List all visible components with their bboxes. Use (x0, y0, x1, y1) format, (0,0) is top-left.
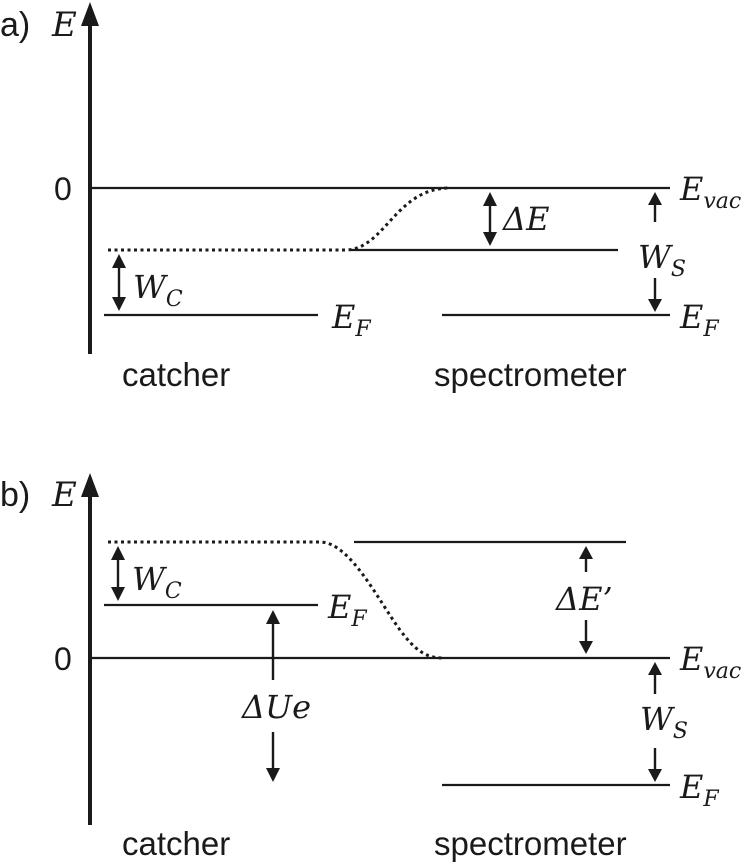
panel-b-delta-e-prime-arrow (579, 546, 593, 654)
panel-a-spectrometer-fermi-label: EF (679, 298, 719, 342)
panel-a-label: a) (0, 6, 30, 44)
panel-a-catcher-caption: catcher (122, 356, 230, 393)
panel-b-axis-arrowhead (81, 473, 99, 497)
panel-a-evac-label: Evac (679, 170, 741, 214)
panel-b-axis-label: E (51, 475, 77, 515)
panel-b-label: b) (0, 476, 30, 514)
panel-b-wc-label: WC (132, 560, 182, 604)
panel-a-catcher-fermi-label: EF (331, 298, 371, 342)
panel-b-spectrometer-fermi-label: EF (679, 768, 719, 812)
panel-a: a) E 0 Evac EF EF WC (0, 2, 741, 393)
panel-b-ws-label: WS (640, 700, 688, 744)
panel-b-delta-e-prime-label: ΔE’ (554, 580, 613, 618)
panel-a-spectrometer-caption: spectrometer (434, 356, 627, 393)
panel-b-zero-label: 0 (54, 641, 72, 677)
panel-a-zero-label: 0 (54, 171, 72, 207)
panel-a-ws-label: WS (638, 238, 686, 282)
panel-a-ws-arrow (648, 192, 662, 312)
panel-a-delta-e-arrow (483, 192, 497, 246)
panel-b-spectrometer-caption: spectrometer (434, 825, 627, 862)
panel-a-wc-label: WC (133, 268, 183, 312)
panel-a-axis-arrowhead (81, 2, 99, 26)
panel-b-catcher-vacuum-dotted (108, 540, 445, 660)
panel-b-wc-arrow (111, 546, 125, 601)
panel-b-catcher-caption: catcher (122, 825, 230, 862)
panel-b-delta-ue-label: ΔUe (240, 688, 311, 726)
panel-a-delta-e-label: ΔE (501, 200, 549, 238)
panel-b-delta-ue-arrow (266, 610, 280, 782)
panel-a-axis-label: E (51, 5, 77, 45)
panel-a-catcher-vacuum-dotted (108, 186, 451, 252)
panel-b-catcher-fermi-label: EF (327, 588, 367, 632)
panel-a-wc-arrow (112, 254, 126, 311)
panel-b-ws-arrow (648, 662, 662, 782)
panel-b: b) E EF 0 Evac EF WC (0, 473, 741, 862)
panel-b-evac-label: Evac (679, 640, 741, 684)
